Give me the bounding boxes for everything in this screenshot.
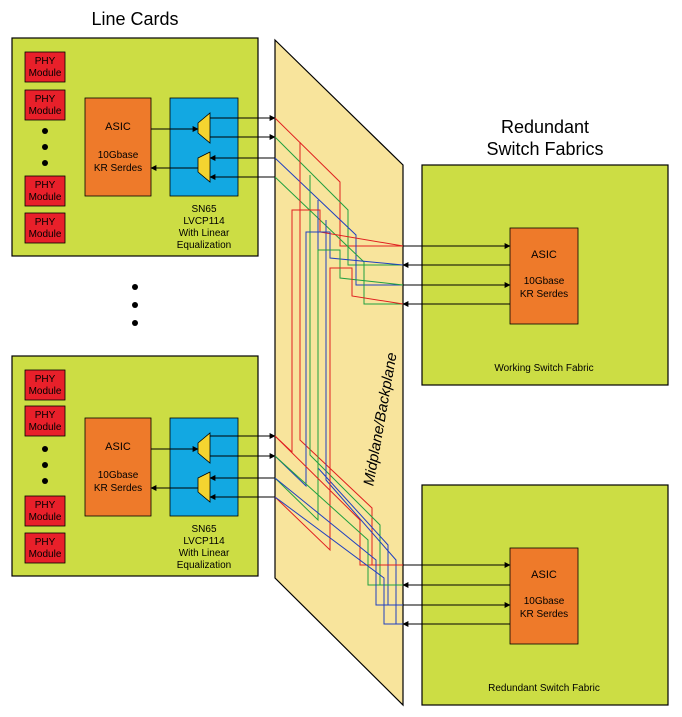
asic-line2: KR Serdes [94, 163, 142, 174]
asic-block: ASIC 10Gbase KR Serdes [84, 417, 152, 517]
phy-label-2: Module [29, 192, 62, 203]
asic-block: ASIC 10Gbase KR Serdes [509, 547, 579, 645]
fabrics-title-line1: Redundant [501, 117, 589, 137]
phy-label-1: PHY [35, 94, 56, 105]
phy-label-2: Module [29, 68, 62, 79]
mux-bottom [197, 151, 211, 183]
asic-title: ASIC [531, 249, 557, 261]
asic-line1: 10Gbase [524, 276, 565, 287]
backplane-traces [274, 117, 404, 625]
ellipsis-dots [42, 128, 48, 166]
redundant-switch-fabric: ASIC 10Gbase KR Serdes Redundant Switch … [402, 484, 669, 706]
repeater-caption-3: With Linear [179, 228, 230, 239]
phy-label-1: PHY [35, 217, 56, 228]
trace-red [274, 117, 403, 247]
phy-label-1: PHY [35, 537, 56, 548]
phy-module: PHY Module [24, 89, 66, 121]
phy-module: PHY Module [24, 405, 66, 437]
asic-line1: 10Gbase [98, 150, 139, 161]
repeater-caption-1: SN65 [191, 204, 216, 215]
phy-module: PHY Module [24, 369, 66, 401]
phy-label-2: Module [29, 549, 62, 560]
trace-blue [274, 477, 403, 606]
asic-line1: 10Gbase [524, 596, 565, 607]
phy-label-2: Module [29, 229, 62, 240]
phy-label-2: Module [29, 386, 62, 397]
asic-line2: KR Serdes [94, 483, 142, 494]
trace-blue [274, 231, 404, 488]
phy-label-2: Module [29, 106, 62, 117]
phy-module: PHY Module [24, 51, 66, 83]
trace-green [274, 249, 404, 522]
repeater-caption-2: LVCP114 [183, 536, 225, 547]
repeater-caption-1: SN65 [191, 524, 216, 535]
phy-label-1: PHY [35, 374, 56, 385]
phy-module: PHY Module [24, 532, 66, 564]
repeater-caption-4: Equalization [177, 240, 231, 251]
line-card-1: PHY Module PHY Module PHY Module PHY Mod… [11, 37, 276, 257]
phy-module: PHY Module [24, 495, 66, 527]
asic-line2: KR Serdes [520, 289, 568, 300]
mux-bottom [197, 471, 211, 503]
working-fabric-label: Working Switch Fabric [494, 363, 593, 374]
midplane-backplane [274, 38, 404, 707]
phy-label-2: Module [29, 512, 62, 523]
trace-green [274, 136, 403, 266]
line-cards-ellipsis [132, 284, 138, 326]
asic-title: ASIC [105, 441, 131, 453]
repeater-block [169, 97, 239, 197]
trace-red [274, 435, 403, 566]
repeater-caption-2: LVCP114 [183, 216, 225, 227]
line-card-2: PHY Module PHY Module PHY Module PHY Mod… [11, 355, 276, 577]
trace-green [274, 455, 403, 586]
trace-blue [274, 496, 403, 625]
repeater-caption-4: Equalization [177, 560, 231, 571]
phy-label-1: PHY [35, 56, 56, 67]
line-cards-title: Line Cards [91, 9, 178, 29]
trace-red [274, 267, 404, 552]
phy-label-1: PHY [35, 180, 56, 191]
phy-module: PHY Module [24, 175, 66, 207]
asic-line2: KR Serdes [520, 609, 568, 620]
asic-block: ASIC 10Gbase KR Serdes [84, 97, 152, 197]
asic-title: ASIC [531, 569, 557, 581]
fabrics-title-line2: Switch Fabrics [486, 139, 603, 159]
phy-label-1: PHY [35, 500, 56, 511]
phy-label-2: Module [29, 422, 62, 433]
phy-label-1: PHY [35, 410, 56, 421]
redundant-fabric-label: Redundant Switch Fabric [488, 683, 600, 694]
asic-title: ASIC [105, 121, 131, 133]
working-switch-fabric: ASIC 10Gbase KR Serdes Working Switch Fa… [402, 164, 669, 386]
repeater-block [169, 417, 239, 517]
phy-module: PHY Module [24, 212, 66, 244]
asic-line1: 10Gbase [98, 470, 139, 481]
ellipsis-dots [42, 446, 48, 484]
asic-block: ASIC 10Gbase KR Serdes [509, 227, 579, 325]
repeater-caption-3: With Linear [179, 548, 230, 559]
